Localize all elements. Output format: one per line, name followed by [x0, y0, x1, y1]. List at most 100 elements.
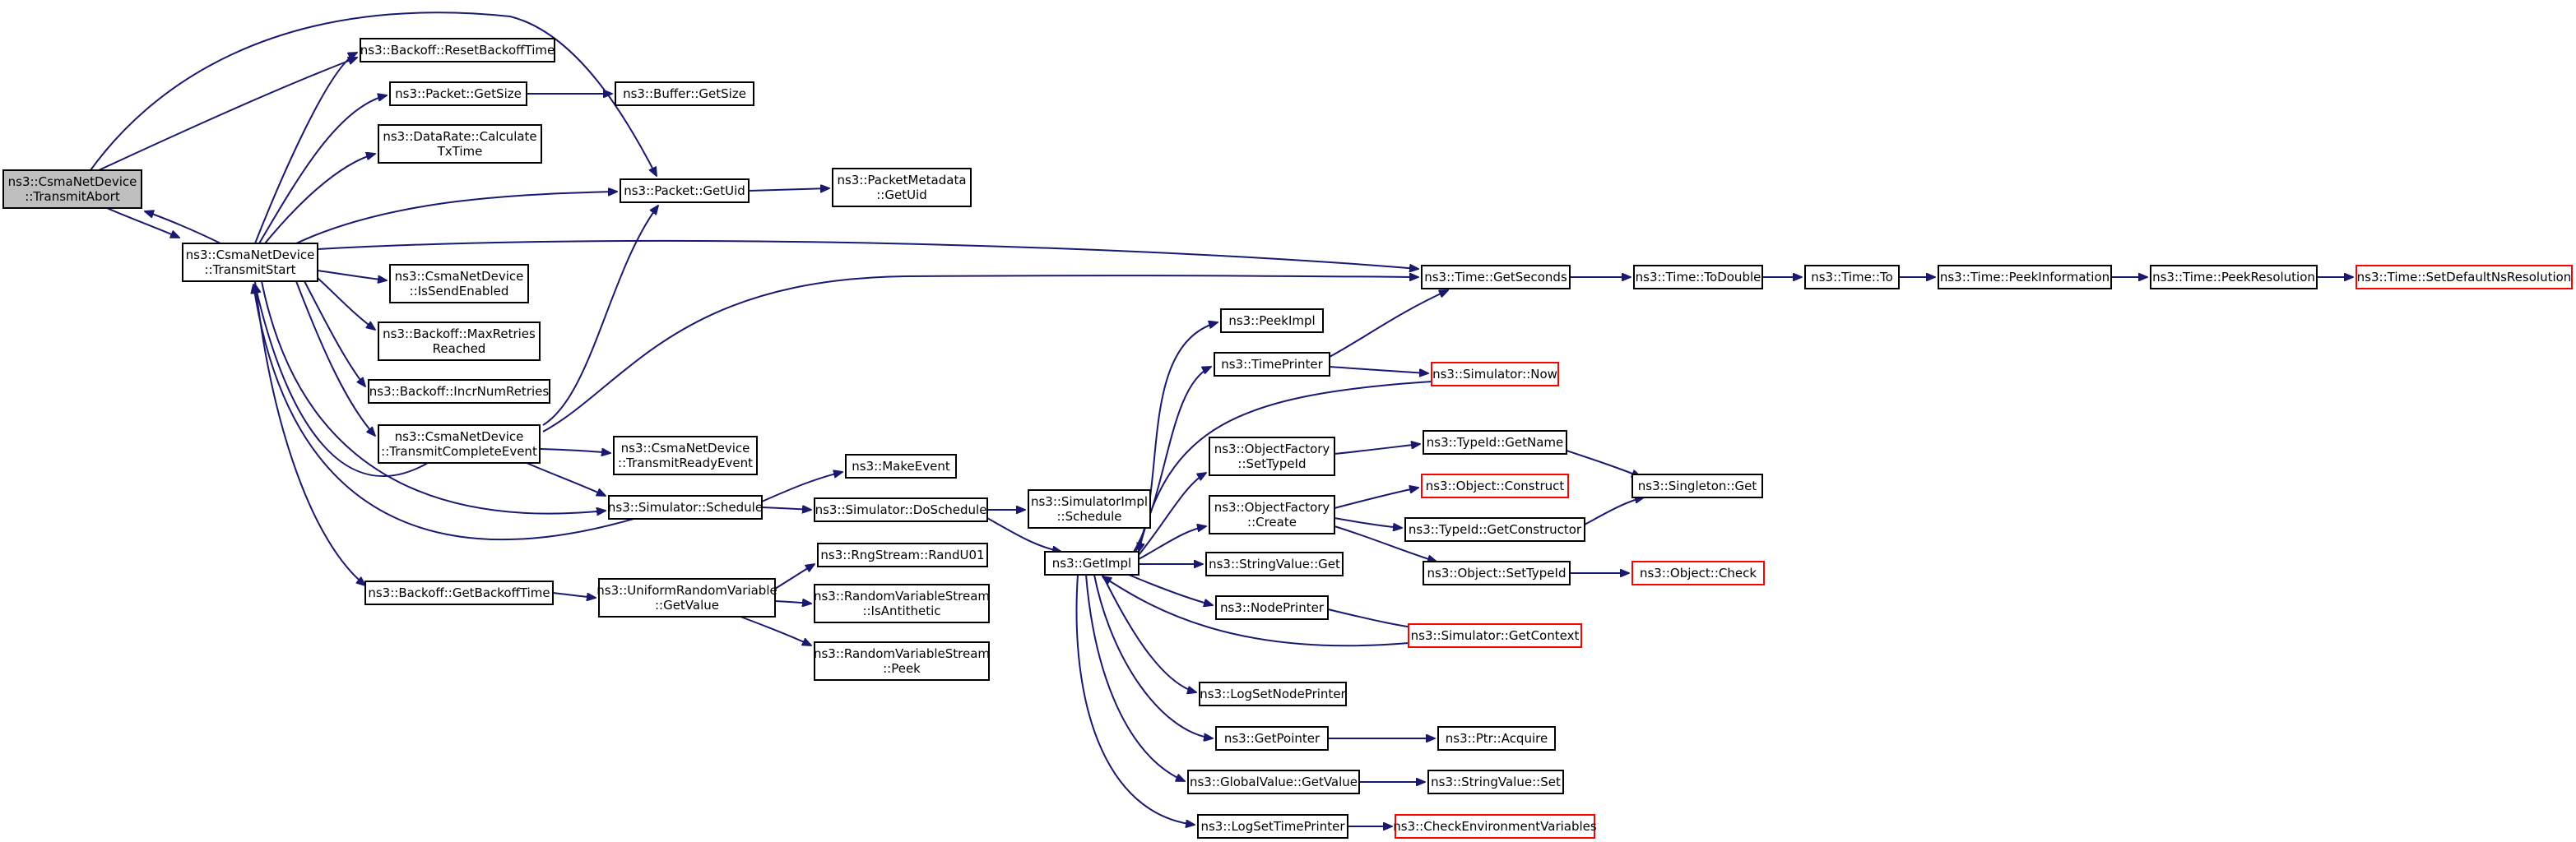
- node-getPointer[interactable]: ns3::GetPointer: [1215, 726, 1329, 751]
- edge-transmitAbort-to-packetGetUid: [90, 12, 657, 176]
- edge-ofCreate-to-objectSetTypeId: [1334, 525, 1437, 562]
- node-box: [1631, 474, 1763, 498]
- edge-urvGetValue-to-randU01: [774, 564, 815, 590]
- node-label: ::IsAntithetic: [862, 604, 940, 618]
- edge-getImpl-to-ofCreate: [1138, 526, 1206, 560]
- node-isSendEnabled[interactable]: ns3::CsmaNetDevice::IsSendEnabled: [389, 264, 529, 303]
- node-packetGetSize[interactable]: ns3::Packet::GetSize: [389, 81, 527, 106]
- node-box: [608, 495, 763, 520]
- node-objectConstruct[interactable]: ns3::Object::Construct: [1421, 474, 1569, 498]
- node-simNow[interactable]: ns3::Simulator::Now: [1431, 362, 1559, 386]
- node-stringValueSet[interactable]: ns3::StringValue::Set: [1427, 770, 1564, 794]
- node-rvsPeek[interactable]: ns3::RandomVariableStream::Peek: [814, 641, 990, 681]
- node-simSchedule[interactable]: ns3::Simulator::Schedule: [608, 495, 763, 520]
- node-peekInformation[interactable]: ns3::Time::PeekInformation: [1938, 265, 2112, 289]
- edge-transmitCompleteEvent-to-transmitReadyEvent: [539, 449, 610, 453]
- node-box: [1421, 474, 1569, 498]
- node-transmitCompleteEvent[interactable]: ns3::CsmaNetDevice::TransmitCompleteEven…: [378, 424, 541, 464]
- edge-line: [526, 462, 606, 496]
- edge-line: [317, 270, 387, 280]
- node-label: ns3::ObjectFactory: [1214, 442, 1330, 456]
- node-isAntithetic[interactable]: ns3::RandomVariableStream::IsAntithetic: [814, 584, 990, 623]
- node-incrNumRetries[interactable]: ns3::Backoff::IncrNumRetries: [368, 379, 550, 404]
- node-label: ns3::TimePrinter: [1221, 357, 1323, 372]
- node-timeTo[interactable]: ns3::Time::To: [1804, 265, 1900, 289]
- edge-line: [542, 275, 1418, 433]
- node-logSetNodePrinter[interactable]: ns3::LogSetNodePrinter: [1199, 682, 1347, 706]
- edge-simSchedule-to-makeEvent: [761, 472, 842, 502]
- node-nodePrinter[interactable]: ns3::NodePrinter: [1215, 595, 1329, 620]
- node-timeGetSeconds[interactable]: ns3::Time::GetSeconds: [1421, 265, 1571, 289]
- node-transmitReadyEvent[interactable]: ns3::CsmaNetDevice::TransmitReadyEvent: [613, 436, 758, 475]
- node-doSchedule[interactable]: ns3::Simulator::DoSchedule: [814, 497, 988, 522]
- node-makeEvent[interactable]: ns3::MakeEvent: [845, 454, 957, 479]
- node-box: [613, 436, 758, 475]
- node-peekImpl[interactable]: ns3::PeekImpl: [1220, 308, 1324, 333]
- edge-line: [748, 188, 829, 191]
- node-label: ns3::RngStream::RandU01: [820, 548, 984, 562]
- node-box: [1421, 265, 1571, 289]
- node-simGetContext[interactable]: ns3::Simulator::GetContext: [1408, 623, 1582, 648]
- node-randU01[interactable]: ns3::RngStream::RandU01: [817, 543, 988, 567]
- node-typeIdGetConstructor[interactable]: ns3::TypeId::GetConstructor: [1404, 517, 1585, 542]
- edge-transmitStart-to-getBackoffTime: [254, 280, 365, 585]
- node-label: ns3::CsmaNetDevice: [8, 174, 137, 189]
- node-objectCheck[interactable]: ns3::Object::Check: [1631, 561, 1765, 585]
- node-bufferGetSize[interactable]: ns3::Buffer::GetSize: [615, 81, 754, 106]
- edge-line: [254, 53, 357, 244]
- node-label: ns3::CsmaNetDevice: [621, 441, 750, 456]
- node-label: ns3::Ptr::Acquire: [1446, 731, 1548, 746]
- node-label: TxTime: [437, 144, 483, 159]
- edge-line: [1102, 574, 1196, 692]
- node-transmitStart[interactable]: ns3::CsmaNetDevice::TransmitStart: [182, 243, 318, 282]
- node-packetGetUid[interactable]: ns3::Packet::GetUid: [620, 178, 750, 203]
- node-label: ns3::Object::Construct: [1426, 479, 1565, 493]
- node-ptrAcquire[interactable]: ns3::Ptr::Acquire: [1437, 726, 1556, 751]
- node-getBackoffTime[interactable]: ns3::Backoff::GetBackoffTime: [364, 581, 554, 605]
- node-label: ns3::RandomVariableStream: [814, 646, 990, 661]
- node-globalValueGetValue[interactable]: ns3::GlobalValue::GetValue: [1187, 770, 1360, 794]
- edge-line: [304, 280, 365, 386]
- node-peekResolution[interactable]: ns3::Time::PeekResolution: [2150, 265, 2318, 289]
- node-transmitAbort[interactable]: ns3::CsmaNetDevice::TransmitAbort: [2, 169, 142, 209]
- edge-line: [986, 517, 1061, 552]
- node-packetMetadataGetUid[interactable]: ns3::PacketMetadata::GetUid: [832, 168, 972, 207]
- node-getImpl[interactable]: ns3::GetImpl: [1044, 551, 1139, 576]
- edge-line: [1139, 381, 1432, 552]
- node-label: ns3::Simulator::Schedule: [608, 500, 763, 515]
- node-simImplSchedule[interactable]: ns3::SimulatorImpl::Schedule: [1028, 489, 1151, 529]
- node-ofSetTypeId[interactable]: ns3::ObjectFactory::SetTypeId: [1209, 437, 1335, 476]
- node-box: [2150, 265, 2318, 289]
- node-ofCreate[interactable]: ns3::ObjectFactory::Create: [1209, 495, 1335, 534]
- node-stringValueGet[interactable]: ns3::StringValue::Get: [1205, 552, 1344, 576]
- node-box: [1395, 814, 1595, 839]
- edge-transmitStart-to-isSendEnabled: [317, 270, 387, 280]
- node-label: ns3::Time::ToDouble: [1636, 270, 1761, 285]
- node-label: ::GetValue: [655, 598, 719, 613]
- node-box: [615, 81, 754, 106]
- node-label: ns3::CsmaNetDevice: [186, 248, 315, 262]
- node-checkEnvVars[interactable]: ns3::CheckEnvironmentVariables: [1393, 814, 1597, 839]
- node-label: ns3::Singleton::Get: [1638, 479, 1757, 493]
- node-label: ns3::PacketMetadata: [837, 173, 966, 187]
- node-singletonGet[interactable]: ns3::Singleton::Get: [1631, 474, 1763, 498]
- node-timeToDouble[interactable]: ns3::Time::ToDouble: [1633, 265, 1763, 289]
- node-label: ::TransmitCompleteEvent: [381, 444, 537, 459]
- node-label: ns3::Time::SetDefaultNsResolution: [2357, 270, 2572, 285]
- node-setDefaultNsResolution[interactable]: ns3::Time::SetDefaultNsResolution: [2356, 265, 2573, 289]
- node-timePrinter[interactable]: ns3::TimePrinter: [1214, 352, 1330, 377]
- node-label: ns3::Time::GetSeconds: [1424, 270, 1567, 285]
- node-resetBackoffTime[interactable]: ns3::Backoff::ResetBackoffTime: [360, 38, 555, 62]
- node-box: [1423, 561, 1571, 585]
- node-box: [1427, 770, 1564, 794]
- node-label: ns3::LogSetTimePrinter: [1200, 819, 1345, 834]
- node-typeIdGetName[interactable]: ns3::TypeId::GetName: [1423, 430, 1567, 455]
- edge-line: [1334, 517, 1402, 528]
- node-objectSetTypeId[interactable]: ns3::Object::SetTypeId: [1423, 561, 1571, 585]
- edge-line: [1334, 488, 1418, 509]
- node-label: ns3::Backoff::MaxRetries: [383, 326, 536, 341]
- node-logSetTimePrinter[interactable]: ns3::LogSetTimePrinter: [1197, 814, 1348, 839]
- node-urvGetValue[interactable]: ns3::UniformRandomVariable::GetValue: [596, 578, 777, 618]
